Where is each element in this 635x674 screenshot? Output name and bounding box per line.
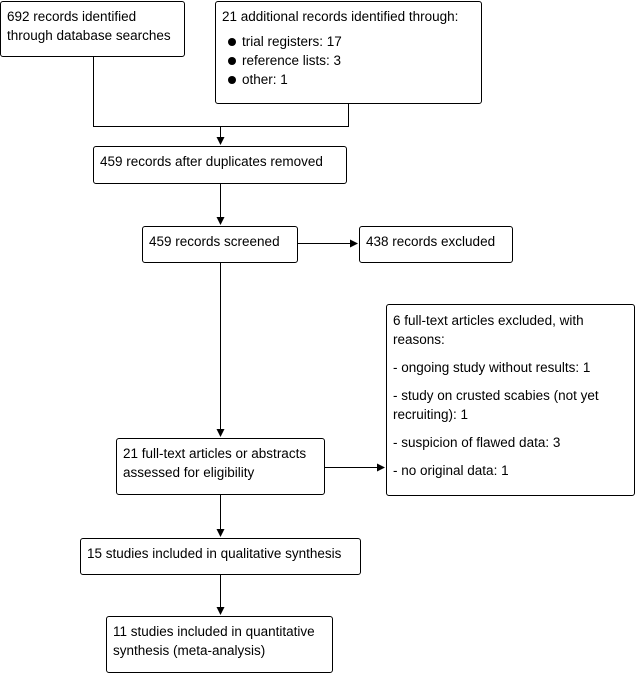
database-records-box: 692 records identified through database … — [0, 1, 185, 57]
duplicates-removed-text: 459 records after duplicates removed — [100, 154, 323, 169]
records-screened-box: 459 records screened — [142, 226, 298, 263]
bullet-icon — [228, 57, 236, 65]
exclusion-reason: - no original data: 1 — [393, 463, 509, 478]
list-item: other: 1 — [228, 70, 475, 89]
qualitative-synthesis-box: 15 studies included in qualitative synth… — [80, 538, 361, 575]
list-item: trial registers: 17 — [228, 32, 475, 51]
quantitative-synthesis-text: 11 studies included in quantitative synt… — [113, 624, 315, 658]
records-excluded-text: 438 records excluded — [366, 234, 496, 249]
fulltext-excluded-box: 6 full-text articles excluded, with reas… — [386, 304, 635, 496]
records-excluded-box: 438 records excluded — [359, 226, 513, 263]
additional-records-box: 21 additional records identified through… — [215, 1, 482, 104]
duplicates-removed-box: 459 records after duplicates removed — [93, 146, 347, 184]
records-screened-text: 459 records screened — [149, 234, 280, 249]
bullet-icon — [228, 76, 236, 84]
fulltext-assessed-text: 21 full-text articles or abstracts asses… — [123, 446, 307, 480]
fulltext-assessed-box: 21 full-text articles or abstracts asses… — [116, 438, 325, 495]
database-records-text: 692 records identified through database … — [7, 9, 171, 43]
bullet-icon — [228, 38, 236, 46]
additional-records-title: 21 additional records identified through… — [222, 9, 459, 24]
exclusion-reason: - study on crusted scabies (not yet recr… — [393, 388, 599, 422]
exclusion-reason: - suspicion of flawed data: 3 — [393, 435, 561, 450]
qualitative-synthesis-text: 15 studies included in qualitative synth… — [87, 546, 342, 561]
exclusion-reason: - ongoing study without results: 1 — [393, 360, 591, 375]
quantitative-synthesis-box: 11 studies included in quantitative synt… — [106, 616, 333, 673]
list-item: reference lists: 3 — [228, 51, 475, 70]
fulltext-excluded-title: 6 full-text articles excluded, with reas… — [393, 313, 584, 347]
additional-records-list: trial registers: 17 reference lists: 3 o… — [222, 32, 475, 89]
